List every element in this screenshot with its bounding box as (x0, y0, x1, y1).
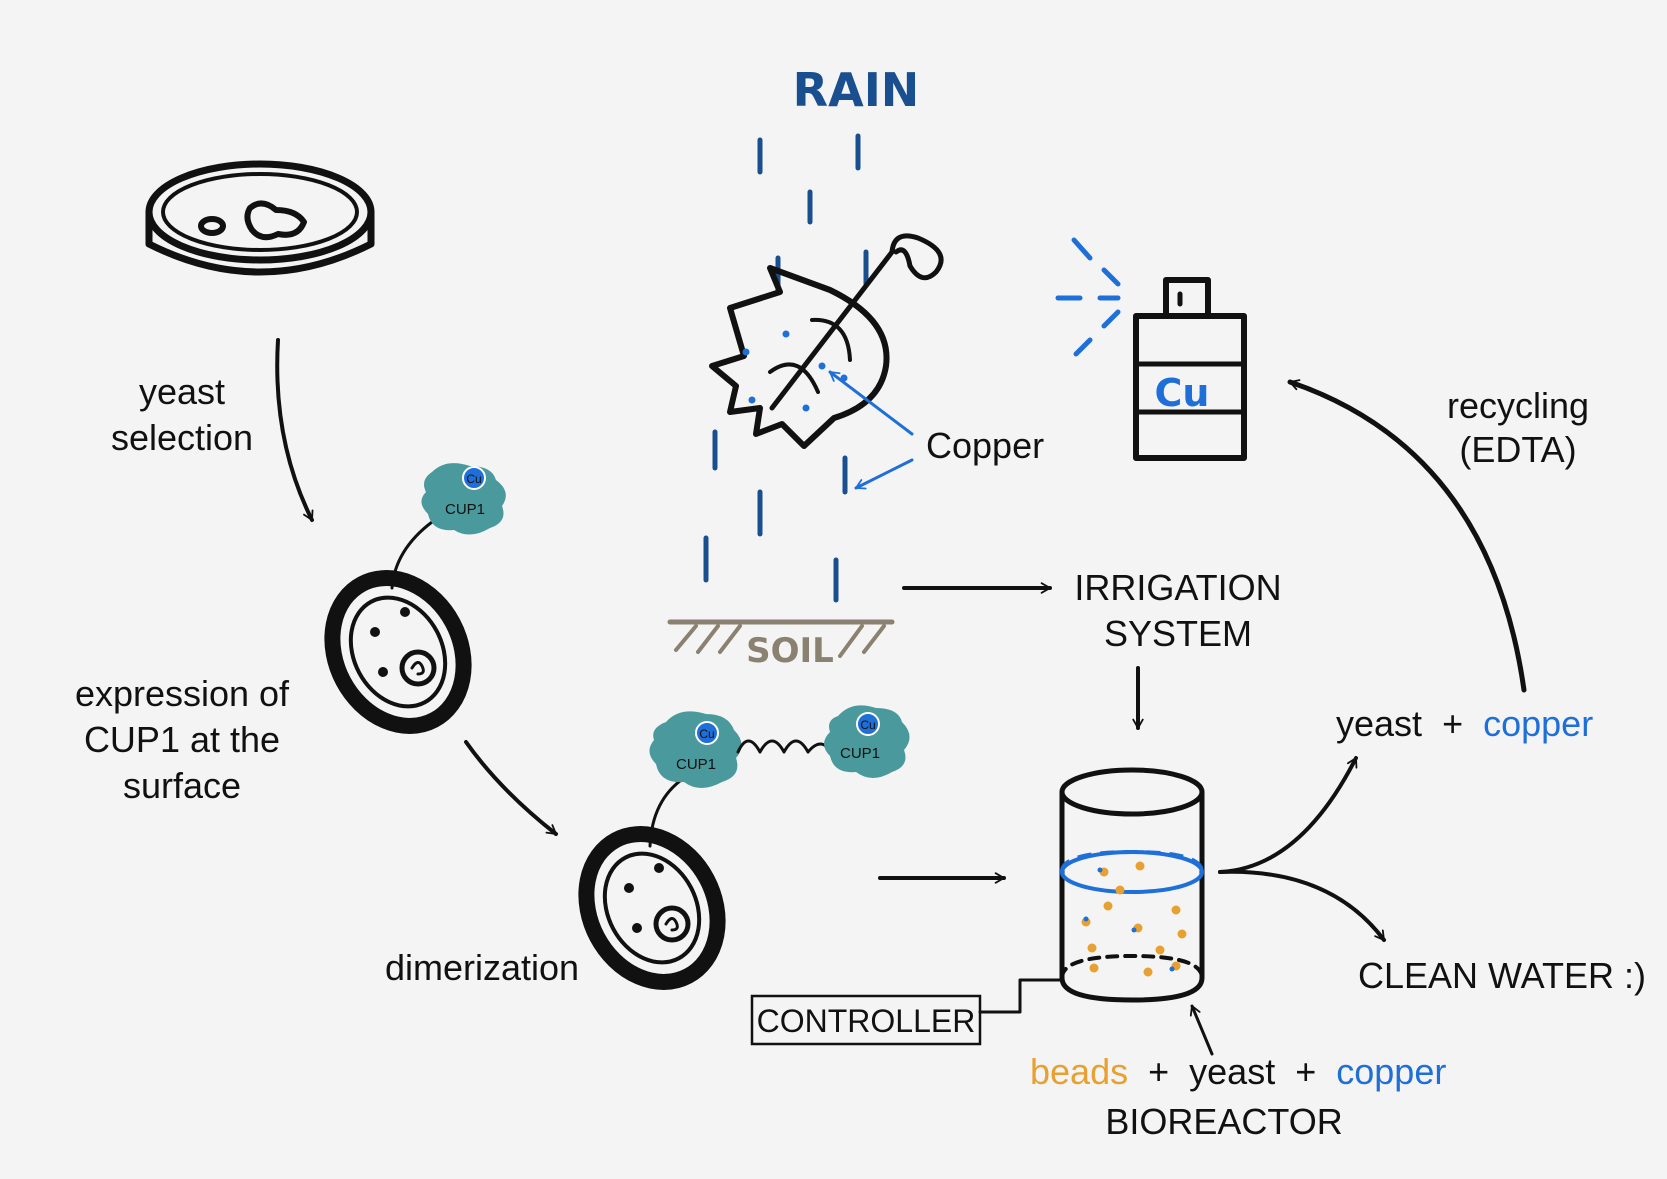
clean-water-label: CLEAN WATER :) (1358, 955, 1646, 996)
cu-label-dimer-2: Cu (860, 718, 875, 732)
plus-text-2: + (1295, 1051, 1316, 1092)
irrigation-label-line2: SYSTEM (1104, 613, 1252, 654)
soil-icon: SOIL (667, 619, 895, 671)
cup1-label-dimer-1: CUP1 (676, 756, 716, 773)
yeast-copper-plus: + (1442, 703, 1463, 744)
bioreactor-label: BIOREACTOR (1105, 1101, 1342, 1142)
arrow-recycling (1287, 379, 1527, 693)
cup1-dimer-icon: Cu CUP1 Cu CUP1 (649, 705, 910, 788)
yeast-copper-yeast: yeast (1336, 703, 1422, 744)
cu-label-dimer-1: Cu (699, 727, 714, 741)
recycling-label-line2: (EDTA) (1459, 429, 1576, 470)
plus-text-1: + (1148, 1051, 1169, 1092)
rain-drops (703, 133, 869, 603)
beads-text: beads (1030, 1051, 1128, 1092)
expression-line1: expression of (75, 673, 290, 714)
recycling-label-line1: recycling (1447, 385, 1589, 426)
cup1-label-dimer-2: CUP1 (840, 745, 880, 762)
copper-pointer-arrow-2 (854, 458, 914, 490)
br-copper-text: copper (1336, 1051, 1446, 1092)
yeast-cell-icon (324, 520, 472, 734)
cup1-label: CUP1 (445, 501, 485, 518)
arrow-expression (464, 740, 558, 836)
yeast-copper-copper: copper (1483, 703, 1593, 744)
expression-line3: surface (123, 765, 241, 806)
expression-line2: CUP1 at the (84, 719, 280, 760)
irrigation-label-line1: IRRIGATION (1074, 567, 1281, 608)
yeast-selection-line2: selection (111, 417, 253, 458)
bioreactor-contents-label: beads + yeast + copper (1030, 1051, 1446, 1092)
arrow-to-clean-water (1218, 869, 1386, 942)
spray-bottle-icon: Cu (1133, 277, 1247, 461)
bottle-cu-label: Cu (1155, 371, 1210, 415)
br-yeast-text: yeast (1189, 1051, 1275, 1092)
copper-pointer-arrow-1 (828, 370, 914, 436)
arrow-bioreactor-pointer (1189, 1004, 1214, 1056)
leaf-icon (709, 233, 944, 449)
copper-label: Copper (926, 425, 1044, 466)
petri-dish-icon (145, 160, 375, 276)
yeast-cell-dimer-icon (578, 776, 726, 990)
dimerization-label: dimerization (385, 947, 579, 988)
rain-title: RAIN (793, 63, 920, 117)
soil-label: SOIL (746, 631, 834, 671)
yeast-selection-line1: yeast (139, 371, 225, 412)
controller-wire (978, 978, 1064, 1014)
cu-label: Cu (466, 472, 481, 486)
controller-box (750, 994, 982, 1046)
spray-lines (1055, 237, 1121, 357)
cup1-protein-icon: Cu CUP1 (421, 463, 506, 535)
controller-label: CONTROLLER (757, 1003, 976, 1039)
yeast-copper-label: yeast + copper (1336, 703, 1593, 744)
arrow-yeast-selection (275, 338, 314, 522)
arrow-to-yeast-copper (1218, 756, 1358, 874)
bioreactor-icon (1059, 767, 1205, 1003)
